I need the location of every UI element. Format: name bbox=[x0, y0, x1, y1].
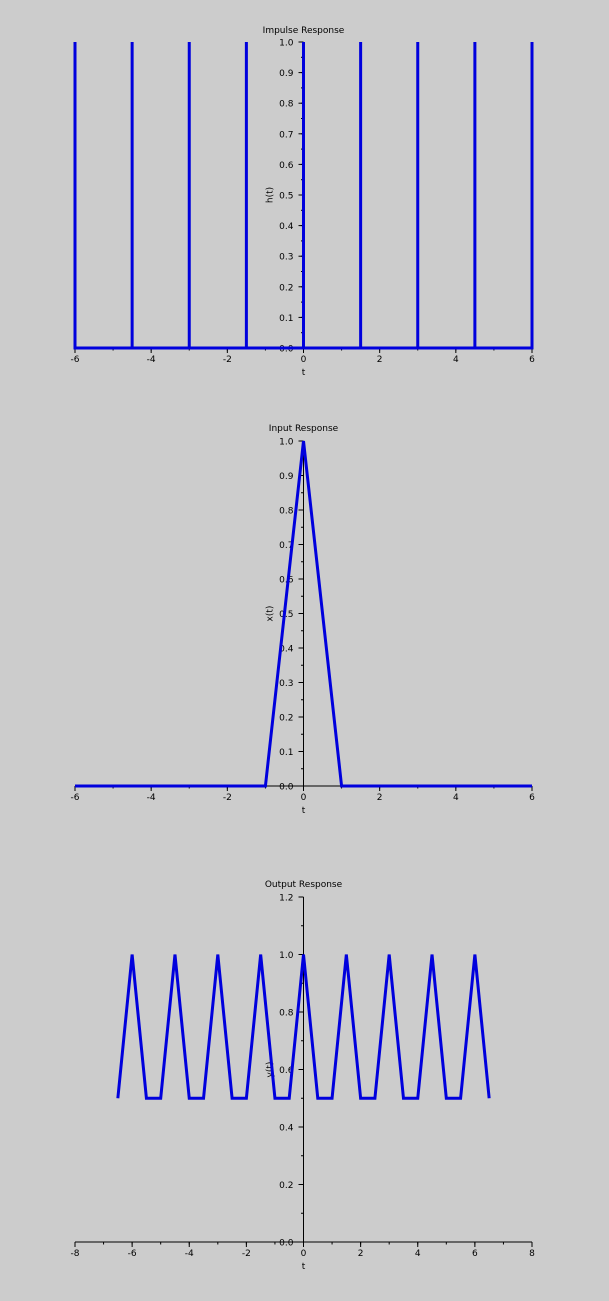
x-tick-label: -4 bbox=[147, 355, 156, 365]
x-tick-label: 2 bbox=[377, 793, 383, 803]
x-tick-label: 4 bbox=[453, 355, 459, 365]
y-tick-label: 0.9 bbox=[279, 472, 294, 482]
x-tick-label: -4 bbox=[185, 1249, 194, 1259]
y-axis-label: y(t) bbox=[266, 1062, 276, 1078]
chart-title: Impulse Response bbox=[263, 26, 345, 36]
x-tick-label: 0 bbox=[301, 793, 307, 803]
x-tick-label: 2 bbox=[358, 1249, 364, 1259]
series-line bbox=[73, 42, 534, 350]
y-tick-label: 0.1 bbox=[279, 748, 293, 758]
x-tick-label: 8 bbox=[529, 1249, 535, 1259]
y-tick-label: 0.2 bbox=[279, 1181, 293, 1191]
y-tick-label: 0.8 bbox=[279, 507, 294, 517]
y-tick-label: 0.3 bbox=[279, 679, 293, 689]
x-tick-label: -2 bbox=[223, 793, 232, 803]
x-tick-label: 6 bbox=[529, 793, 535, 803]
x-tick-label: 6 bbox=[472, 1249, 478, 1259]
y-tick-label: 1.0 bbox=[279, 39, 294, 49]
y-tick-label: 0.0 bbox=[279, 1239, 294, 1249]
y-tick-label: 1.0 bbox=[279, 438, 294, 448]
x-tick-label: -6 bbox=[71, 355, 80, 365]
y-tick-label: 0.6 bbox=[279, 1066, 294, 1076]
y-tick-label: 0.9 bbox=[279, 69, 294, 79]
y-tick-label: 0.1 bbox=[279, 314, 293, 324]
x-tick-label: 4 bbox=[415, 1249, 421, 1259]
x-tick-label: -8 bbox=[71, 1249, 80, 1259]
x-axis-label: t bbox=[302, 368, 306, 378]
y-axis-label: h(t) bbox=[266, 187, 276, 203]
y-tick-label: 0.5 bbox=[279, 610, 293, 620]
x-tick-label: -6 bbox=[71, 793, 80, 803]
y-tick-label: 0.4 bbox=[279, 1124, 294, 1134]
series-line bbox=[75, 440, 532, 788]
y-tick-label: 0.5 bbox=[279, 192, 293, 202]
x-tick-label: -4 bbox=[147, 793, 156, 803]
x-tick-label: 0 bbox=[301, 355, 307, 365]
chart-title: Input Response bbox=[269, 424, 339, 434]
x-tick-label: 4 bbox=[453, 793, 459, 803]
y-tick-label: 0.0 bbox=[279, 783, 294, 793]
x-tick-label: 6 bbox=[529, 355, 535, 365]
chart-title: Output Response bbox=[265, 880, 343, 890]
y-tick-label: 0.2 bbox=[279, 714, 293, 724]
y-tick-label: 0.7 bbox=[279, 130, 293, 140]
y-tick-label: 0.8 bbox=[279, 100, 294, 110]
x-axis-label: t bbox=[302, 806, 306, 816]
x-tick-label: -2 bbox=[223, 355, 232, 365]
x-tick-label: -6 bbox=[128, 1249, 137, 1259]
x-tick-label: 2 bbox=[377, 355, 383, 365]
chart-3: Output Response -8 -6 -4 -2 0 2 4 6 8 0.0 0.2 0.4 0.6… bbox=[71, 880, 536, 1272]
y-axis-label: x(t) bbox=[266, 606, 276, 622]
y-tick-label: 1.2 bbox=[279, 894, 293, 904]
y-tick-label: 1.0 bbox=[279, 951, 294, 961]
y-tick-label: 0.4 bbox=[279, 645, 294, 655]
x-axis-label: t bbox=[302, 1262, 306, 1272]
y-tick-label: 0.8 bbox=[279, 1009, 294, 1019]
y-tick-label: 0.3 bbox=[279, 253, 293, 263]
y-tick-label: 0.2 bbox=[279, 283, 293, 293]
x-tick-label: -2 bbox=[242, 1249, 251, 1259]
chart-2: Input Response -6 -4 -2 0 2 4 6 0.0 0.1 0.2 0.3 0.4 0… bbox=[71, 424, 536, 816]
series-line bbox=[116, 954, 491, 1100]
y-tick-label: 0.6 bbox=[279, 576, 294, 586]
x-tick-label: 0 bbox=[301, 1249, 307, 1259]
y-tick-label: 0.6 bbox=[279, 161, 294, 171]
y-tick-label: 0.4 bbox=[279, 222, 294, 232]
y-tick-label: 0.7 bbox=[279, 541, 293, 551]
